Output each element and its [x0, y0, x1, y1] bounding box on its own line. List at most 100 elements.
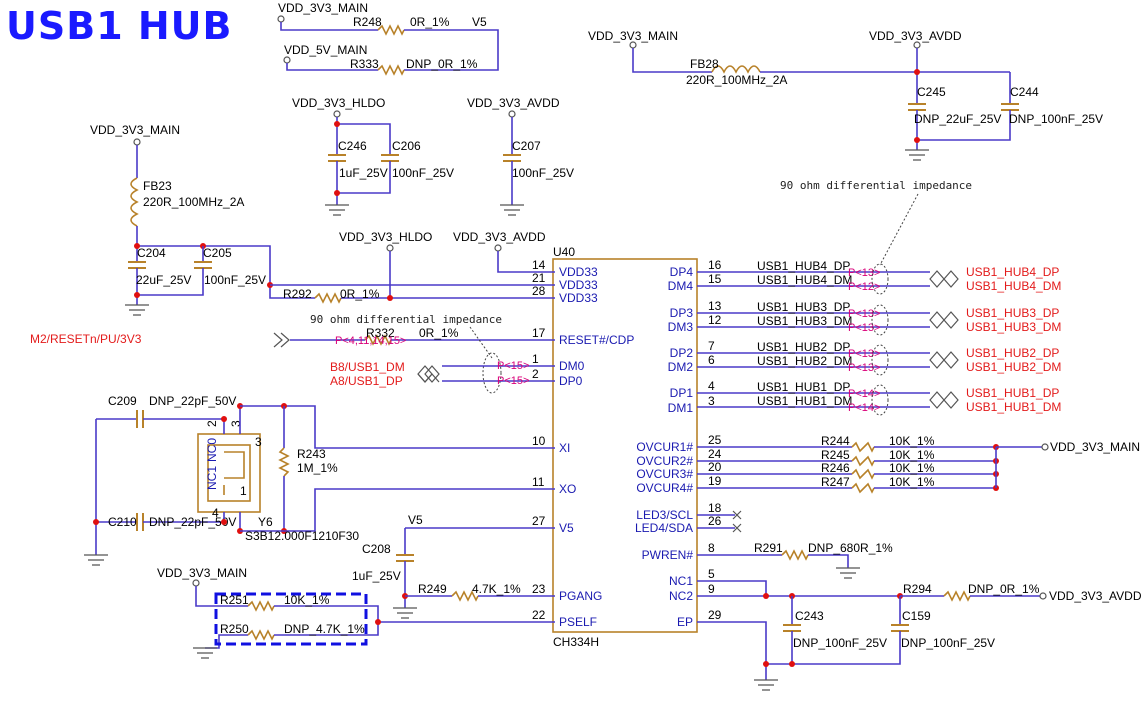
r332-val: 0R_1%	[419, 326, 459, 340]
ic-pin-number: 17	[532, 326, 546, 340]
hldo-terminal	[386, 244, 394, 252]
c159-symbol	[891, 624, 909, 632]
ic-pin-number: 25	[708, 433, 722, 447]
c206-val: 100nF_25V	[392, 166, 454, 180]
usb1-dp-label: A8/USB1_DP	[330, 374, 403, 388]
r333-symbol	[377, 64, 405, 76]
ic-pin-number: 24	[708, 447, 722, 461]
ic-pin-name: NC1	[669, 574, 693, 588]
c245-ref: C245	[917, 85, 946, 99]
avdd-terminal	[1039, 592, 1047, 600]
hldo-cap-block: VDD_3V3_HLDO C246 C206 1uF_25V 100nF_25V…	[292, 96, 574, 216]
ic-pin-name: OVCUR3#	[636, 467, 693, 481]
c210-ref: C210	[108, 515, 137, 529]
usb1-dm-label: B8/USB1_DM	[330, 360, 405, 374]
hub-page-ref: P<13>	[848, 308, 880, 320]
y6-body	[197, 433, 261, 513]
c159-ref: C159	[902, 609, 931, 623]
ic-pin-name: DM0	[559, 359, 585, 373]
hub-page-ref: P<13>	[848, 267, 880, 279]
y6-pin2: 2	[205, 420, 219, 427]
ic-pin-name: OVCUR1#	[636, 440, 693, 454]
ic-pin-number: 11	[532, 475, 545, 489]
c206-ref: C206	[392, 139, 421, 153]
ic-pin-name: XI	[559, 441, 570, 455]
ovcur-res-val: 10K_1%	[889, 475, 935, 489]
reset-upstream-block: M2/RESETn/PU/3V3 R332 0R_1% P<4,11,14,15…	[30, 313, 555, 394]
ground-icon	[125, 304, 149, 316]
diff-pair-marker	[871, 344, 889, 376]
ic-pin-name: DM1	[668, 401, 694, 415]
diff-pair-marker	[871, 384, 889, 416]
r294-ref: R294	[903, 582, 932, 596]
c210-symbol	[136, 513, 144, 531]
c205-val: 100nF_25V	[204, 273, 266, 287]
ic-pin-number: 29	[708, 608, 722, 622]
ic-pin-number: 26	[708, 514, 722, 528]
r251-val: 10K_1%	[284, 593, 330, 607]
rail-label: VDD_3V3_AVDD	[453, 230, 546, 244]
hub-net-label: USB1_HUB1_DM	[757, 394, 852, 408]
r332-symbol	[364, 334, 392, 346]
r292-ref: R292	[283, 287, 312, 301]
hub-net-offpage: USB1_HUB1_DM	[966, 400, 1061, 414]
diff-note-right: 90 ohm differential impedance	[780, 179, 972, 192]
r292-val: 0R_1%	[340, 287, 380, 301]
hldo-terminal	[333, 110, 341, 118]
diff-pair-marker	[871, 304, 889, 336]
r243-val: 1M_1%	[297, 461, 338, 475]
y6-nc1: NC1	[205, 466, 219, 490]
crystal-block: C209 DNP_22pF_50V C210 DNP_22pF_50V NC1 …	[84, 394, 555, 566]
c245-symbol	[908, 103, 926, 111]
fb23-vdd33-block: VDD_3V3_MAIN FB23 220R_100MHz_2A C204 C2…	[90, 123, 555, 316]
ic-left-pins: VDD3314VDD3321VDD3328RESET#/CDP17DM01DP0…	[532, 258, 634, 629]
ic-pin-name: DP3	[670, 306, 694, 320]
ic-pin-name: DM3	[668, 320, 694, 334]
diff-connector-icon	[929, 270, 959, 288]
r332-ref: R332	[366, 326, 395, 340]
dm0-page-ref: P<15>	[497, 360, 529, 372]
ic-pin-number: 3	[708, 394, 715, 408]
ic-pin-number: 9	[708, 582, 715, 596]
ic-pin-name: DM4	[668, 279, 694, 293]
hub-net-label: USB1_HUB3_DM	[757, 314, 852, 328]
ic-pin-number: 12	[708, 313, 722, 327]
y6-pin1: 1	[240, 484, 247, 498]
hub-net-label: USB1_HUB3_DP	[757, 300, 850, 314]
c208-symbol	[396, 554, 414, 562]
dp0-page-ref: P<15>	[497, 375, 529, 387]
ovcur-res-ref: R247	[821, 475, 850, 489]
ic-pin-number: 8	[708, 541, 715, 555]
ic-pin-number: 1	[532, 352, 539, 366]
ovcur-res-ref: R244	[821, 434, 850, 448]
v5-main-terminal	[283, 56, 291, 64]
r245-symbol	[851, 455, 875, 467]
y6-val: S3B12.000F1210F30	[245, 529, 359, 543]
nc-ep-block: VDD_3V3_AVDD R294 DNP_0R_1% C243 DNP_100…	[697, 580, 1142, 691]
v5-select-block: VDD_3V3_MAIN R248 0R_1% V5 VDD_5V_MAIN R…	[277, 1, 499, 76]
ic-pin-name: DP4	[670, 265, 694, 279]
ic-part: CH334H	[553, 635, 599, 649]
ic-pin-number: 18	[708, 501, 722, 515]
hub-net-offpage: USB1_HUB1_DP	[966, 386, 1059, 400]
c244-ref: C244	[1010, 85, 1039, 99]
ic-pin-name: DM2	[668, 360, 694, 374]
c159-val: DNP_100nF_25V	[901, 636, 995, 650]
ovcur-res-ref: R246	[821, 461, 850, 475]
r251-ref: R251	[220, 593, 249, 607]
c244-val: DNP_100nF_25V	[1009, 112, 1103, 126]
y6-pin3: 3	[255, 435, 262, 449]
reset-net-label: M2/RESETn/PU/3V3	[30, 332, 142, 346]
pwren-block: R291 DNP_680R_1%	[697, 541, 893, 579]
ic-pin-name: LED4/SDA	[635, 521, 693, 535]
hub-page-ref: P<13>	[848, 348, 880, 360]
v3-main-terminal	[133, 138, 141, 146]
diff-pair-marker	[482, 352, 502, 394]
c207-val: 100nF_25V	[512, 166, 574, 180]
ic-pin-name: VDD33	[559, 265, 598, 279]
c246-symbol	[328, 154, 346, 162]
hub-net-offpage: USB1_HUB2_DM	[966, 360, 1061, 374]
c244-symbol	[1001, 103, 1019, 111]
